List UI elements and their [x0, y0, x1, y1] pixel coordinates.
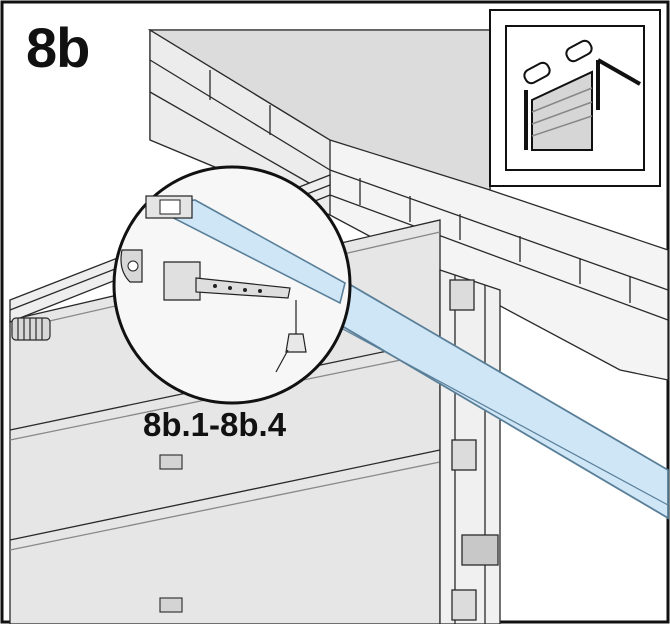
step-number: 8b	[26, 16, 90, 79]
side-frame	[439, 269, 501, 625]
sectional-garage-door-icon	[489, 9, 661, 187]
ceiling-slab	[147, 29, 491, 191]
detail-magnifier	[112, 165, 352, 405]
torsion-spring	[11, 317, 51, 341]
detail-reference-label: 8b.1-8b.4	[143, 406, 287, 443]
door-hinges	[159, 454, 183, 613]
